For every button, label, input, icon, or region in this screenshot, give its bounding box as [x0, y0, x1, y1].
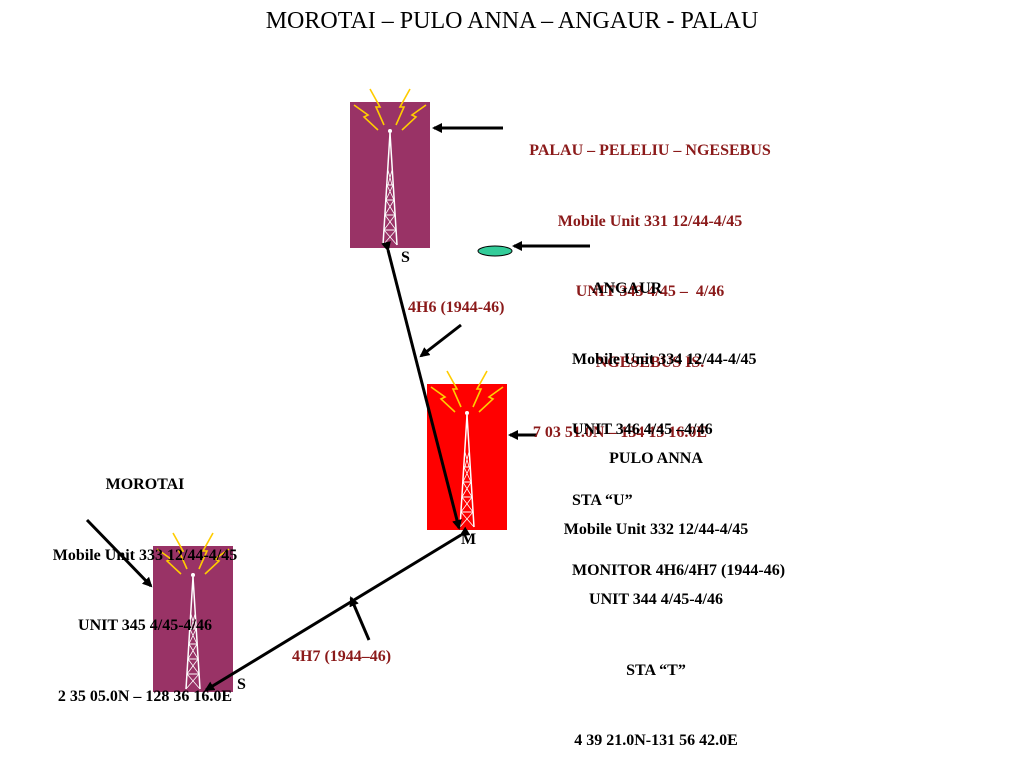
angaur-name: ANGAUR [592, 280, 663, 297]
pulo-anna-line: 4 39 21.0N-131 56 42.0E [574, 732, 738, 749]
pulo-anna-name: PULO ANNA [609, 450, 703, 467]
link-label-4h6: 4H6 (1944-46) [408, 299, 505, 316]
morotai-callout-arrow [85, 518, 153, 588]
4h6-label-arrow [419, 323, 462, 358]
angaur-info: ANGAUR Mobile Unit 334 12/44-4/45 UNIT 3… [572, 230, 872, 606]
angaur-marker-icon [477, 245, 513, 257]
palau-station-icon [350, 88, 430, 248]
morotai-station-type: S [237, 676, 246, 693]
palau-line: UNIT 343 4/45 – 4/46 [575, 283, 725, 300]
pulo-anna-info: PULO ANNA Mobile Unit 332 12/44-4/45 UNI… [526, 400, 786, 776]
pulo-anna-line: UNIT 344 4/45-4/46 [589, 591, 723, 608]
morotai-line: 2 35 05.0N – 128 36 16.0E [57, 687, 233, 705]
palau-name: PALAU – PELELIU – NGESEBUS [529, 142, 771, 159]
palau-station-type: S [401, 249, 410, 266]
morotai-info: MOROTAI Mobile Unit 333 12/44-4/45 UNIT … [15, 426, 275, 732]
page-title: MOROTAI – PULO ANNA – ANGAUR - PALAU [265, 8, 759, 34]
angaur-line: UNIT 346 4/45 –4/46 [572, 421, 713, 438]
pulo-anna-line: STA “T” [626, 661, 686, 679]
morotai-name: MOROTAI [105, 476, 185, 493]
4h7-label-arrow [349, 596, 371, 641]
morotai-line: UNIT 345 4/45-4/46 [78, 617, 212, 634]
palau-line: Mobile Unit 331 12/44-4/45 [557, 212, 743, 230]
angaur-line: STA “U” [572, 491, 633, 509]
link-label-4h7: 4H7 (1944–46) [292, 648, 392, 665]
pulo-anna-station-type: M [461, 531, 477, 548]
angaur-line: Mobile Unit 334 12/44-4/45 [572, 350, 757, 368]
morotai-line: Mobile Unit 333 12/44-4/45 [52, 546, 238, 564]
palau-line: 7 03 51.0N – 134 15 16.0E [532, 424, 708, 441]
palau-info: PALAU – PELELIU – NGESEBUS Mobile Unit 3… [470, 92, 830, 468]
angaur-line: MONITOR 4H6/4H7 (1944-46) [572, 562, 786, 579]
link-pulo-anna-morotai [204, 526, 471, 692]
pulo-anna-line: Mobile Unit 332 12/44-4/45 [563, 520, 749, 538]
palau-line: NGESEBUS IS. [595, 353, 705, 371]
link-palau-pulo-anna [381, 241, 462, 530]
